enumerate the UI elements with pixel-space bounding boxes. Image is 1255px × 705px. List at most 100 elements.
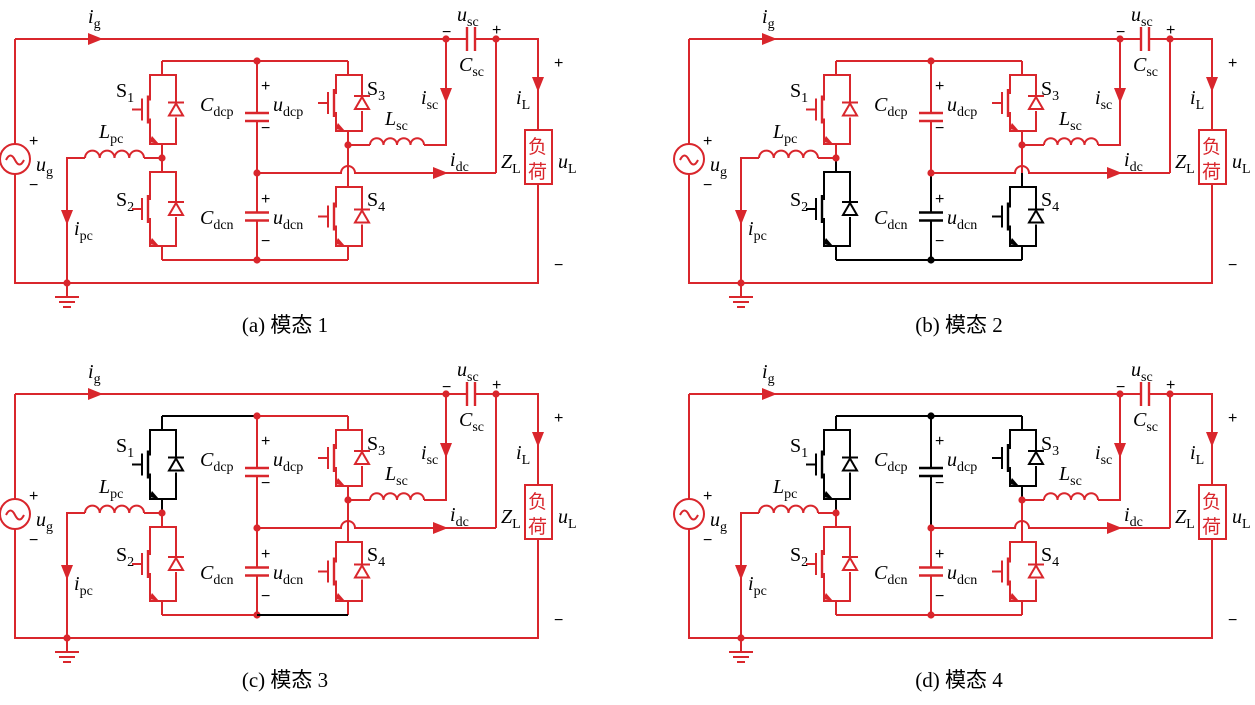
csc-label-subscript: sc — [1146, 420, 1158, 435]
wire — [1009, 416, 1023, 449]
diode-triangle — [1027, 450, 1045, 465]
sine-glyph — [5, 154, 25, 166]
wire — [836, 217, 851, 247]
udcp-label-subscript: dcp — [283, 460, 303, 475]
idc-label-subscript: dc — [456, 515, 469, 530]
csc-label: Csc — [459, 54, 484, 80]
wire — [335, 173, 349, 208]
il-label-symbol: i — [1190, 87, 1196, 109]
udcp-plus: + — [261, 433, 270, 450]
grid-bottom-wire — [688, 174, 1213, 284]
ul-minus: − — [554, 257, 563, 274]
isc-label: isc — [421, 442, 438, 468]
wire — [335, 225, 349, 260]
usc-label-subscript: sc — [1141, 370, 1153, 385]
wire — [823, 416, 837, 456]
usc-label-symbol: u — [457, 359, 467, 381]
capacitor-cdcp — [919, 416, 943, 528]
usc-label-subscript: sc — [467, 15, 479, 30]
udcn-label-symbol: u — [273, 562, 283, 584]
wire — [348, 579, 363, 602]
emitter-arrow — [149, 593, 159, 601]
usc-plus: + — [492, 22, 501, 39]
cdcn-label-subscript: dcn — [213, 573, 233, 588]
ul-label-subscript: L — [1242, 517, 1251, 532]
usc-minus: − — [1116, 24, 1125, 41]
idc-wire — [931, 520, 1170, 529]
switch-s3 — [318, 416, 371, 500]
idc-label: idc — [450, 149, 469, 175]
diode-triangle — [1027, 208, 1045, 224]
ul-label-subscript: L — [568, 517, 577, 532]
il-label-symbol: i — [516, 442, 522, 464]
s3-label-subscript: 3 — [378, 444, 385, 459]
switch-s1 — [132, 416, 185, 513]
ul-minus: − — [1228, 612, 1237, 629]
s3-label-subscript: 3 — [1052, 89, 1059, 104]
isc-leg — [424, 39, 447, 146]
ul-minus: − — [554, 612, 563, 629]
wire — [335, 528, 349, 563]
il-arrow — [1206, 77, 1218, 92]
ug-label: ug — [36, 154, 53, 180]
ipc-label: ipc — [74, 573, 93, 599]
isc-label-symbol: i — [421, 87, 427, 109]
wire — [162, 472, 177, 500]
ac-source-icon — [0, 498, 31, 530]
lpc-label-symbol: L — [772, 121, 784, 143]
isc-arrow — [440, 443, 452, 458]
usc-minus: − — [442, 24, 451, 41]
emitter-arrow — [149, 136, 159, 144]
cdcn-label-subscript: dcn — [887, 218, 907, 233]
ac-source-icon — [0, 143, 31, 175]
diode-triangle — [353, 563, 371, 579]
ul-plus: + — [554, 410, 563, 427]
ul-label-symbol: u — [558, 151, 568, 173]
lsc-inductor — [1043, 492, 1099, 501]
capacitor-cdcp — [919, 61, 943, 173]
s2-label-subscript: 2 — [127, 200, 134, 215]
ug-minus: − — [29, 532, 38, 549]
cdcn-label-subscript: dcn — [213, 218, 233, 233]
ig-label-symbol: i — [762, 6, 768, 28]
il-label: iL — [1190, 442, 1204, 468]
cdcp-label-symbol: C — [874, 449, 888, 471]
usc-label: usc — [457, 359, 479, 385]
il-label-symbol: i — [516, 87, 522, 109]
idc-label-symbol: i — [1124, 149, 1130, 171]
isc-label-symbol: i — [1095, 442, 1101, 464]
wire — [348, 466, 363, 487]
ug-label: ug — [36, 509, 53, 535]
wire — [1022, 224, 1037, 247]
il-label-subscript: L — [522, 98, 531, 113]
wire — [335, 112, 349, 145]
usc-plus: + — [1166, 22, 1175, 39]
csc-label: Csc — [459, 409, 484, 435]
wire — [162, 429, 177, 457]
ug-label-symbol: u — [36, 509, 46, 531]
switch-s2 — [132, 513, 185, 615]
lpc-inductor — [84, 504, 145, 514]
s4-label: S4 — [367, 544, 385, 570]
wire — [162, 117, 177, 145]
wire — [1009, 528, 1023, 563]
il-label-symbol: i — [1190, 442, 1196, 464]
ug-plus: + — [703, 133, 712, 150]
idc-arrow — [433, 167, 448, 179]
wire — [149, 118, 163, 158]
lpc-label-subscript: pc — [110, 132, 123, 147]
switch-s3 — [992, 416, 1045, 500]
wire — [162, 74, 177, 102]
wire — [149, 158, 163, 200]
s4-label-subscript: 4 — [378, 200, 385, 215]
csc-label-subscript: sc — [1146, 65, 1158, 80]
ul-plus: + — [1228, 55, 1237, 72]
idc-label-subscript: dc — [1130, 160, 1143, 175]
wire — [1009, 580, 1023, 615]
lsc-label: Lsc — [1058, 463, 1082, 489]
il-label: iL — [516, 87, 530, 113]
switch-s4 — [992, 528, 1045, 615]
usc-plus: + — [492, 377, 501, 394]
ig-label-symbol: i — [762, 361, 768, 383]
wire — [335, 416, 349, 449]
